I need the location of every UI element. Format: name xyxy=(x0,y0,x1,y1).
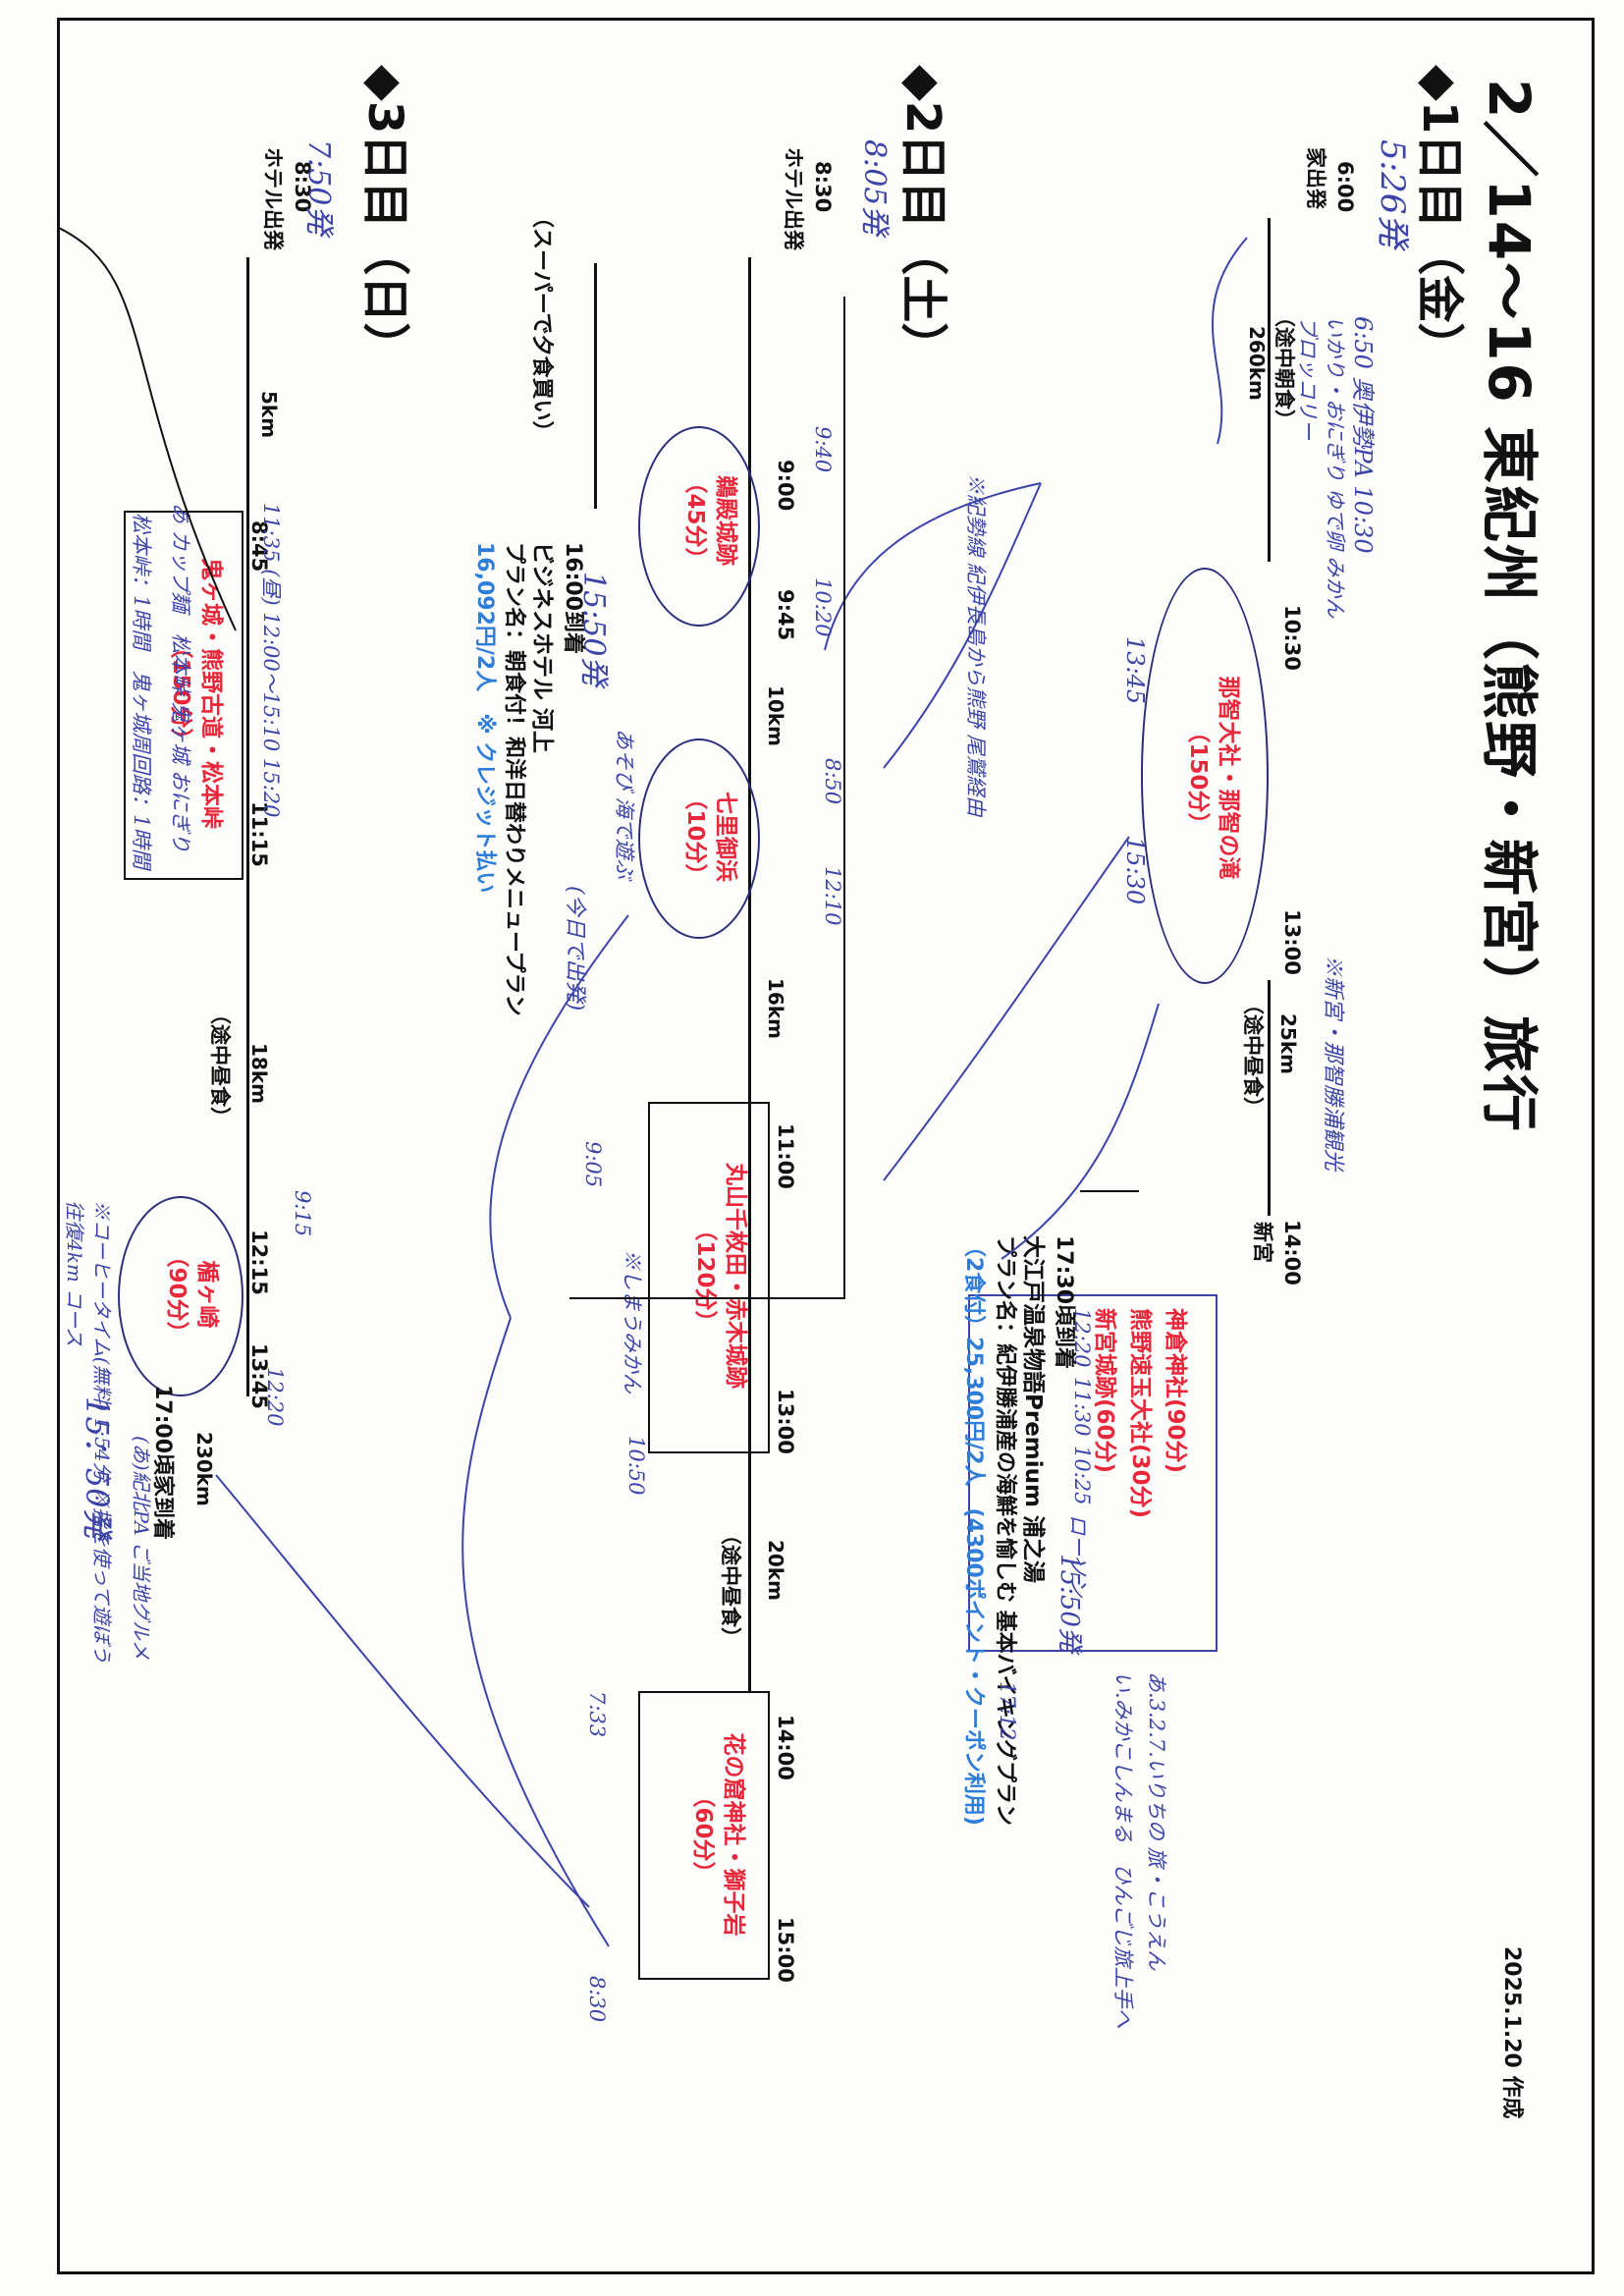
hand-arrow-d2-c xyxy=(461,1317,610,1947)
hand-arrow-d3-a xyxy=(215,1474,590,1908)
hand-arrow-d2-a xyxy=(824,482,1042,651)
page-border xyxy=(57,18,1595,2274)
hand-arrow-d1-d xyxy=(1001,1003,1160,1260)
hand-arrow-d2-b xyxy=(489,914,629,1319)
itinerary-sheet: 2／14～16 東紀州（熊野・新宮）旅行 2025.1.20 作成 ◆1日目（金… xyxy=(59,22,1591,2270)
ink-bracket-d3 xyxy=(59,227,237,631)
ink-bracket-d2 xyxy=(569,297,845,1299)
hand-arrow-d1-a xyxy=(1211,237,1248,445)
hand-arrow-d1-b xyxy=(883,482,1042,769)
hand-arrow-d1-c xyxy=(883,836,1130,1181)
hand-drawn-routes xyxy=(59,227,1248,1947)
